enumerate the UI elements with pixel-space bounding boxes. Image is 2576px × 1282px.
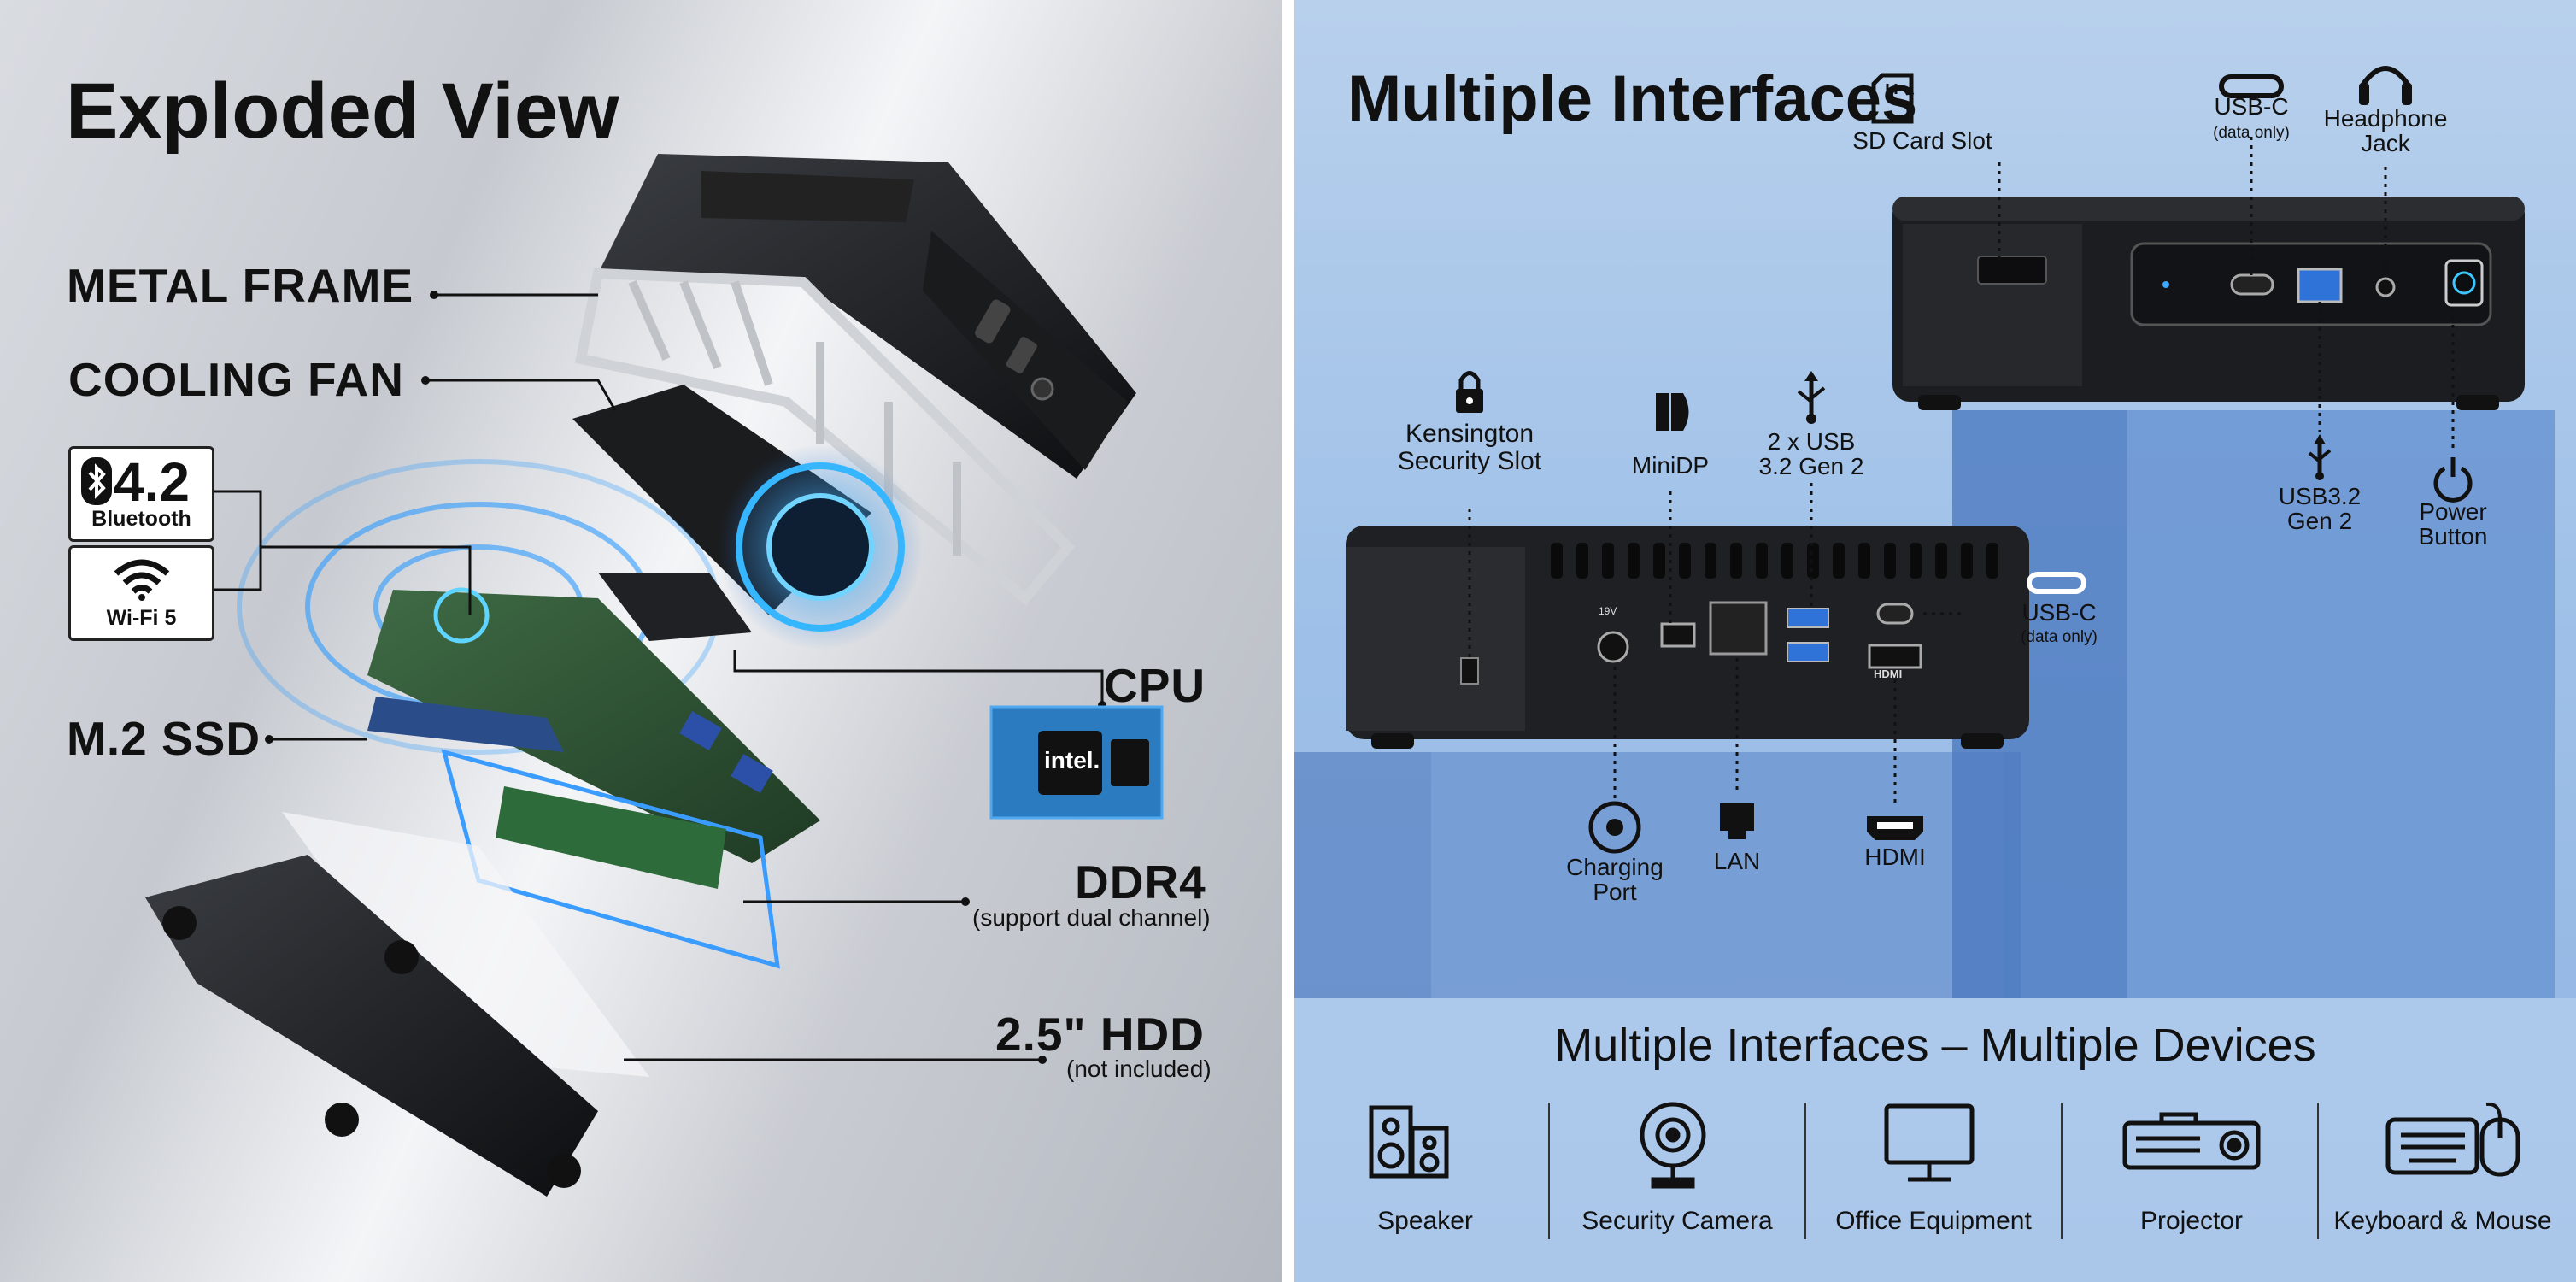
speaker-icon (1369, 1105, 1449, 1179)
label-ddr4: DDR4 (1075, 856, 1206, 909)
exploded-view-illustration (145, 154, 1164, 1197)
usb-back-icon (1797, 371, 1826, 424)
projector-icon (2122, 1112, 2261, 1170)
lan-icon (1720, 803, 1754, 839)
charging-port-icon (1588, 801, 1641, 854)
device-label-speaker: Speaker (1377, 1207, 1473, 1235)
intel-chip-label: intel. (1044, 747, 1100, 773)
heatsink-icon (598, 573, 752, 641)
label-cpu: CPU (1104, 659, 1206, 712)
hdmi-icon (1867, 816, 1923, 840)
callout-sd-card: SD Card Slot (1852, 127, 1992, 154)
bluetooth-label: Bluetooth (91, 507, 191, 531)
keyboard-mouse-icon (2385, 1102, 2520, 1177)
callout-usbc-side: USB-C (2021, 599, 2097, 626)
motherboard-icon (367, 587, 820, 863)
callout-lines (1468, 137, 2455, 808)
label-m2-ssd: M.2 SSD (67, 712, 261, 765)
device-dividers (1548, 1103, 2319, 1239)
device-label-security-camera: Security Camera (1581, 1207, 1773, 1235)
wifi-icon (114, 559, 170, 601)
cooling-fan-icon (572, 385, 923, 650)
leader-lines (209, 293, 1104, 1061)
interfaces-illustration (1294, 66, 2576, 1282)
devices-band (1294, 998, 2576, 1282)
panel-divider (1282, 0, 1294, 1282)
page-title: Multiple Interfaces (1347, 62, 1918, 135)
device-label-keyboard-mouse: Keyboard & Mouse (2333, 1207, 2552, 1235)
callout-minidp: MiniDP (1631, 452, 1710, 479)
ssd-icon (367, 697, 564, 752)
label-metal-frame: METAL FRAME (67, 259, 414, 312)
multiple-interfaces-panel: Multiple Interfaces SD Card Slot USB-C (… (1294, 0, 2576, 1282)
lock-icon (1456, 371, 1483, 413)
wifi-badge: Wi-Fi 5 (68, 545, 214, 641)
sd-card-icon (1871, 73, 1914, 124)
usbc-side-icon (2027, 572, 2086, 594)
label-hdd-note: (not included) (1066, 1056, 1212, 1082)
devices-title: Multiple Interfaces – Multiple Devices (1554, 1020, 2316, 1071)
device-label-office-equipment: Office Equipment (1835, 1207, 2032, 1235)
monitor-icon (1884, 1103, 1975, 1182)
bluetooth-version: 4.2 (114, 451, 190, 513)
dc-port-mark: 19V (1599, 605, 1617, 617)
callout-usbc-top: USB-C (2214, 93, 2289, 120)
hdd-icon (282, 812, 649, 1077)
mini-pc-rear-icon (1346, 526, 2029, 749)
wifi-label: Wi-Fi 5 (106, 606, 177, 630)
bluetooth-badge: 4.2 Bluetooth (68, 446, 214, 542)
label-cooling-fan: COOLING FAN (68, 353, 404, 406)
intel-chip-icon (989, 705, 1164, 820)
chassis-top-icon (598, 154, 1136, 479)
mini-pc-front-icon (1892, 197, 2525, 410)
callout-usbc-top-note: (data only) (2213, 124, 2290, 142)
usb32-front-icon (2308, 434, 2332, 480)
label-ddr4-note: (support dual channel) (972, 904, 1211, 931)
page-title: Exploded View (66, 68, 619, 155)
label-hdd: 2.5" HDD (995, 1008, 1205, 1061)
exploded-view-panel: Exploded View METAL FRAME COOLING FAN M.… (0, 0, 1282, 1282)
power-icon (2433, 457, 2473, 503)
bluetooth-icon (81, 457, 112, 505)
bottom-plate-icon (145, 855, 598, 1197)
callout-lan: LAN (1713, 848, 1761, 874)
device-label-projector: Projector (2139, 1207, 2244, 1235)
headphone-icon (2359, 66, 2412, 105)
callout-usbc-side-note: (data only) (2021, 628, 2098, 646)
metal-frame-icon (574, 268, 1076, 606)
minidp-icon (1656, 393, 1689, 431)
hdmi-port-mark: HDMI (1874, 667, 1903, 680)
ram-module-icon (441, 749, 780, 969)
callout-hdmi: HDMI (1864, 844, 1926, 870)
usbc-top-icon (2219, 74, 2284, 98)
security-camera-icon (1640, 1102, 1706, 1189)
